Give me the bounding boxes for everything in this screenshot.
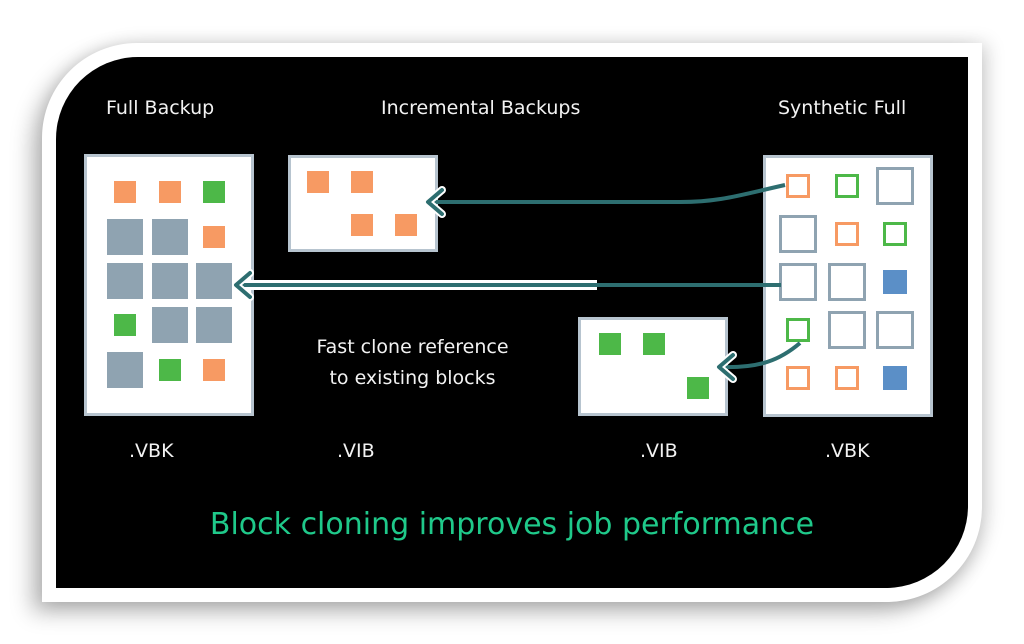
synthetic-full-extension: .VBK (825, 440, 870, 462)
clone-arrow-to-incremental-1 (424, 183, 786, 218)
synthetic-full-block-orange-outline (786, 366, 810, 390)
incremental-2-block-green (643, 333, 665, 355)
fast-clone-note-line-1: Fast clone reference (316, 336, 509, 358)
synthetic-full-title: Synthetic Full (778, 97, 907, 119)
full-backup-title: Full Backup (106, 97, 215, 119)
fast-clone-note-line-2: to existing blocks (329, 367, 496, 389)
full-backup-block-gray (196, 263, 232, 299)
full-backup-block-green (114, 314, 136, 336)
fast-clone-note: Fast clone reference to existing blocks (290, 332, 535, 394)
full-backup-block-green (159, 359, 181, 381)
synthetic-full-block-blue (883, 366, 907, 390)
synthetic-full-block-gray-outline (828, 263, 866, 301)
full-backup-block-gray (152, 307, 188, 343)
full-backup-extension: .VBK (129, 440, 174, 462)
synthetic-full-block-orange-outline (835, 222, 859, 246)
incremental-1-block-orange (351, 171, 373, 193)
full-backup-block-gray (152, 219, 188, 255)
clone-arrow-to-incremental-2 (715, 341, 802, 383)
incremental-2-block-green (687, 377, 709, 399)
full-backup-block-gray (107, 352, 143, 388)
incremental-1-block-orange (351, 214, 373, 236)
full-backup-block-gray (196, 307, 232, 343)
synthetic-full-block-gray-outline (828, 311, 866, 349)
full-backup-block-orange (114, 181, 136, 203)
incremental-2-extension: .VIB (640, 440, 678, 462)
incremental-1-block-orange (395, 214, 417, 236)
synthetic-full-block-orange-outline (835, 366, 859, 390)
synthetic-full-block-gray-outline (876, 311, 914, 349)
synthetic-full-block-green-outline (883, 222, 907, 246)
full-backup-block-orange (203, 359, 225, 381)
tagline: Block cloning improves job performance (209, 507, 815, 542)
clone-arrow-to-full-backup (232, 269, 781, 301)
synthetic-full-block-green-outline (786, 318, 810, 342)
synthetic-full-block-gray-outline (876, 167, 914, 205)
full-backup-block-gray (107, 263, 143, 299)
incremental-1-extension: .VIB (337, 440, 375, 462)
synthetic-full-block-gray-outline (779, 215, 817, 253)
full-backup-block-orange (159, 181, 181, 203)
incremental-backups-title: Incremental Backups (381, 97, 581, 119)
synthetic-full-block-green-outline (835, 174, 859, 198)
full-backup-block-orange (203, 226, 225, 248)
incremental-1-block-orange (307, 171, 329, 193)
incremental-2-block-green (599, 333, 621, 355)
synthetic-full-block-blue (883, 270, 907, 294)
synthetic-full-block-orange-outline (786, 174, 810, 198)
full-backup-block-gray (107, 219, 143, 255)
full-backup-block-green (203, 181, 225, 203)
synthetic-full-block-gray-outline (779, 263, 817, 301)
full-backup-block-gray (152, 263, 188, 299)
